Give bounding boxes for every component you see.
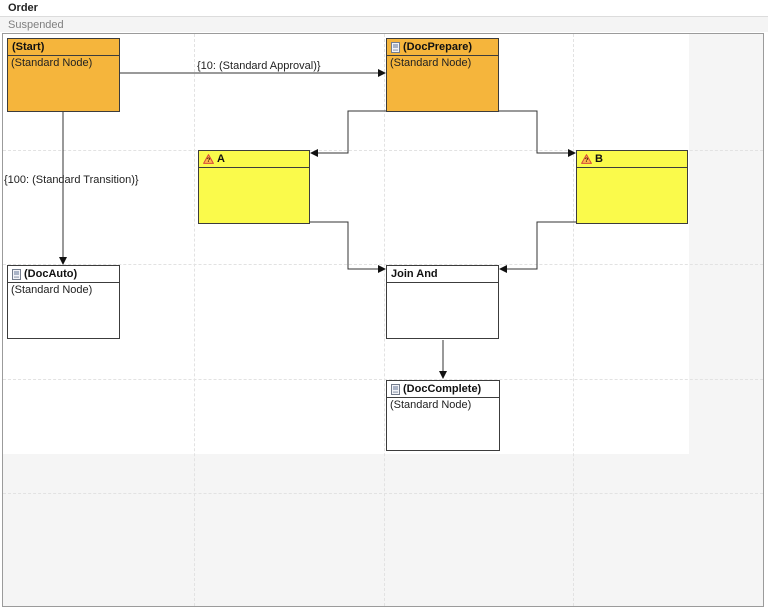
node-start[interactable]: (Start) (Standard Node) — [7, 38, 120, 112]
grid-line-horizontal — [3, 264, 763, 265]
node-docprepare[interactable]: (DocPrepare) (Standard Node) — [386, 38, 499, 112]
edge-label-standard-transition: {100: (Standard Transition)} — [4, 174, 139, 186]
edge-label-standard-approval: {10: (Standard Approval)} — [197, 60, 321, 72]
edge-start-to-docauto[interactable] — [59, 112, 67, 265]
svg-text:?: ? — [585, 157, 589, 164]
node-docauto-subtitle: (Standard Node) — [11, 284, 93, 296]
node-start-subtitle: (Standard Node) — [11, 57, 93, 69]
edge-b-to-joinand[interactable] — [499, 221, 576, 273]
edge-docprepare-to-b[interactable] — [499, 110, 576, 157]
edge-docprepare-to-a[interactable] — [310, 110, 386, 157]
edge-a-to-joinand[interactable] — [310, 221, 386, 273]
document-icon — [391, 383, 400, 395]
node-fork-a-title-bar: ? A — [199, 151, 309, 168]
node-docprepare-subtitle: (Standard Node) — [390, 57, 472, 69]
node-fork-a-subtitle — [199, 168, 309, 170]
document-icon — [12, 268, 21, 280]
workflow-title: Order — [8, 2, 38, 14]
grid-line-vertical — [573, 34, 574, 606]
node-joinand[interactable]: Join And — [386, 265, 499, 339]
edges-layer — [59, 69, 576, 379]
warning-icon: ? — [581, 154, 592, 164]
node-start-title-bar: (Start) — [8, 39, 119, 56]
document-icon — [391, 41, 400, 53]
node-docprepare-title-bar: (DocPrepare) — [387, 39, 498, 56]
grid-line-horizontal — [3, 150, 763, 151]
node-docauto-title-bar: (DocAuto) — [8, 266, 119, 283]
node-docauto[interactable]: (DocAuto) (Standard Node) — [7, 265, 120, 339]
workflow-statusbar: Suspended — [0, 17, 768, 32]
node-start-title: (Start) — [12, 41, 45, 53]
node-docprepare-title: (DocPrepare) — [403, 41, 473, 53]
grid-line-horizontal — [3, 493, 763, 494]
node-joinand-title-bar: Join And — [387, 266, 498, 283]
node-joinand-subtitle — [387, 283, 498, 285]
node-fork-b-subtitle — [577, 168, 687, 170]
grid-line-vertical — [194, 34, 195, 606]
node-doccomplete-title: (DocComplete) — [403, 383, 482, 395]
edge-start-to-docprepare[interactable] — [120, 69, 386, 77]
node-doccomplete[interactable]: (DocComplete) (Standard Node) — [386, 380, 500, 451]
node-fork-a-title: A — [217, 153, 225, 165]
node-doccomplete-subtitle: (Standard Node) — [390, 399, 472, 411]
edge-joinand-to-doccomplete[interactable] — [439, 340, 447, 379]
node-doccomplete-title-bar: (DocComplete) — [387, 381, 499, 398]
node-docauto-title: (DocAuto) — [24, 268, 78, 280]
svg-text:?: ? — [207, 157, 211, 164]
workflow-status: Suspended — [8, 19, 64, 31]
node-fork-b[interactable]: ? B — [576, 150, 688, 224]
node-fork-b-title-bar: ? B — [577, 151, 687, 168]
workflow-header: Order — [0, 0, 768, 17]
grid-line-vertical — [384, 34, 385, 606]
grid-line-horizontal — [3, 379, 763, 380]
node-fork-b-title: B — [595, 153, 603, 165]
warning-icon: ? — [203, 154, 214, 164]
node-joinand-title: Join And — [391, 268, 438, 280]
workflow-diagram-area[interactable]: {10: (Standard Approval)} {100: (Standar… — [2, 33, 764, 607]
node-fork-a[interactable]: ? A — [198, 150, 310, 224]
